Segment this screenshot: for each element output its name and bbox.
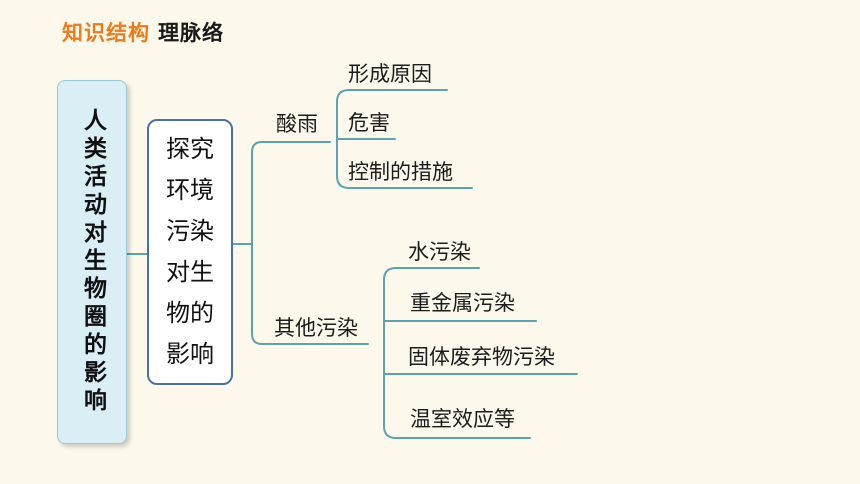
connector-acid-rain <box>336 89 473 189</box>
branch-other-pollution: 其他污染 <box>274 316 358 340</box>
leaf-greenhouse-effect: 温室效应等 <box>410 407 515 431</box>
leaf-heavy-metal-pollution: 重金属污染 <box>410 291 515 315</box>
header-subtitle: 理脉络 <box>158 21 224 45</box>
leaf-water-pollution: 水污染 <box>408 240 471 264</box>
leaf-formation-cause: 形成原因 <box>348 62 432 86</box>
leaf-solid-waste-pollution: 固体废弃物污染 <box>408 345 555 369</box>
connector-topic-branches <box>232 141 369 345</box>
root-label: 人类活动对生物圈的影响 <box>79 108 106 416</box>
leaf-control-measures: 控制的措施 <box>348 160 453 184</box>
section-header: 知识结构理脉络 <box>62 17 224 47</box>
connector-other-pollution <box>383 267 578 439</box>
branch-acid-rain: 酸雨 <box>276 112 318 136</box>
topic-node: 探究环境污染对生物的影响 <box>147 119 233 385</box>
leaf-harm: 危害 <box>348 111 390 135</box>
header-highlight: 知识结构 <box>62 21 150 45</box>
root-node: 人类活动对生物圈的影响 <box>57 80 127 444</box>
topic-label: 探究环境污染对生物的影响 <box>166 135 214 368</box>
